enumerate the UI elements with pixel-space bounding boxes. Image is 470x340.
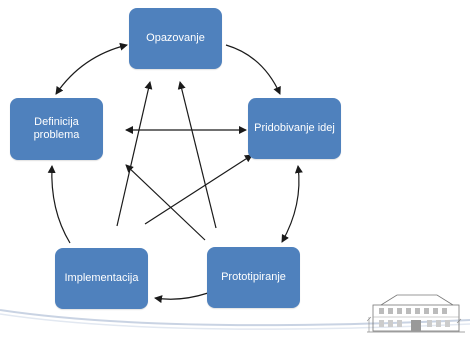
arc-implementacija-definicija	[47, 165, 71, 244]
node-prototipiranje: Prototipiranje	[207, 247, 300, 308]
node-label: Pridobivanje idej	[254, 122, 335, 134]
node-implementacija: Implementacija	[55, 248, 148, 309]
arc-opazovanje-pridobivanje	[225, 44, 281, 95]
node-label: Definicija problema	[33, 116, 80, 141]
arc-prototipiranje-implementacija	[154, 292, 209, 304]
node-definicija-problema: Definicija problema	[10, 98, 103, 160]
node-pridobivanje-idej: Pridobivanje idej	[248, 98, 341, 159]
node-label: Opazovanje	[146, 32, 205, 44]
node-label: Implementacija	[64, 272, 139, 284]
building-illustration	[367, 294, 465, 333]
line-implementacija-opazovanje	[116, 81, 153, 227]
node-label: Prototipiranje	[221, 271, 286, 283]
node-opazovanje: Opazovanje	[129, 8, 222, 69]
line-prototipiranje-definicija	[125, 164, 206, 241]
line-prototipiranje-opazovanje	[177, 81, 217, 229]
line-implementacija-pridobivanje	[144, 154, 253, 225]
arc-opazovanje-definicija	[55, 42, 128, 95]
arc-pridobivanje-prototipiranje	[281, 165, 303, 243]
